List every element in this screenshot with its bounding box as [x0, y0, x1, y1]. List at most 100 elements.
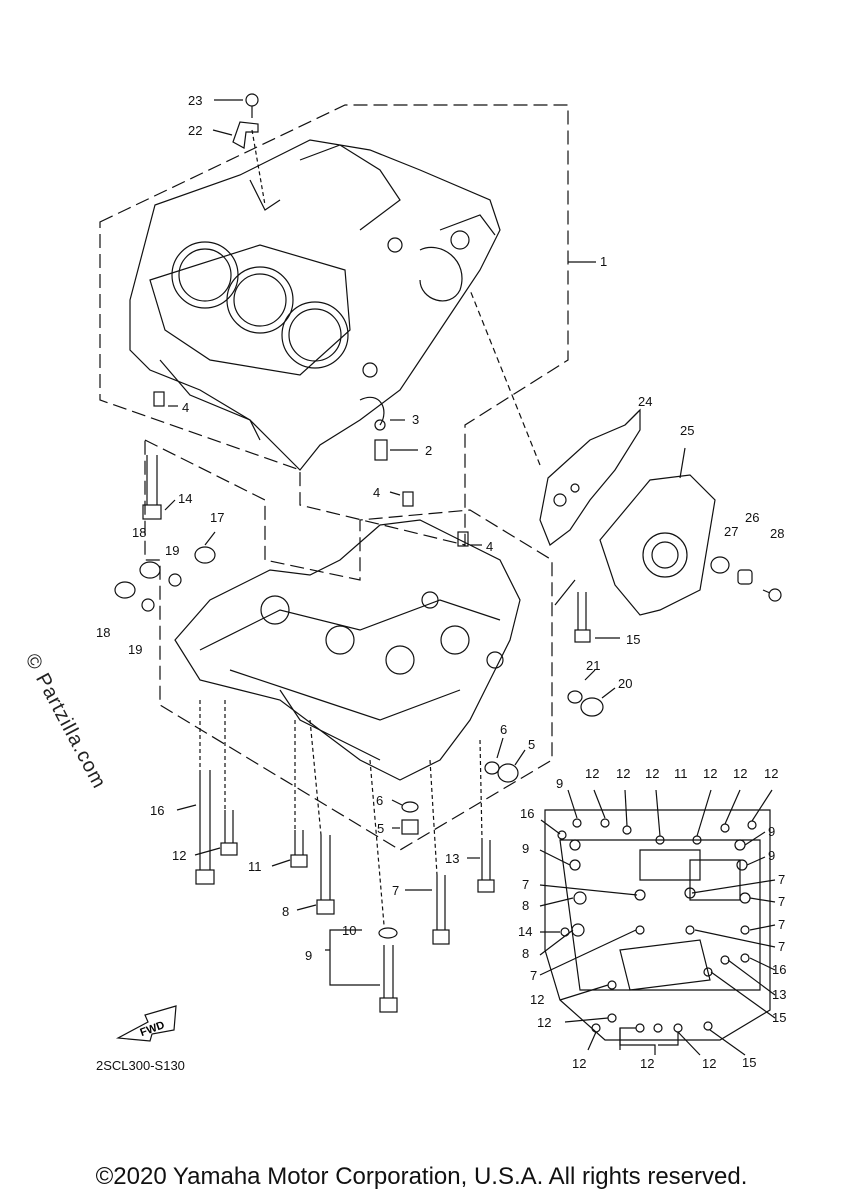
dowel-pin-4-upper [153, 391, 165, 407]
bolt-14 [142, 455, 176, 520]
callout-24: 24 [638, 394, 652, 409]
callout-r12d: 12 [703, 766, 717, 781]
callout-22: 22 [188, 123, 202, 138]
callout-2: 2 [425, 443, 432, 458]
callout-r12j: 12 [640, 1056, 654, 1071]
callout-6a: 6 [500, 722, 507, 737]
callout-r16a: 16 [520, 806, 534, 821]
callout-r7a: 7 [522, 877, 529, 892]
seal-18-b [114, 581, 136, 599]
bottom-view-bolt-holes [557, 818, 757, 1033]
callout-r12h: 12 [537, 1015, 551, 1030]
callout-23: 23 [188, 93, 202, 108]
o-ring-10 [378, 927, 398, 939]
callout-r12a: 12 [585, 766, 599, 781]
callout-7a: 7 [392, 883, 399, 898]
lower-crankcase-outline [144, 439, 553, 851]
plug-5-b [401, 819, 419, 835]
bolt-9 [369, 759, 398, 1013]
callout-5b: 5 [377, 821, 384, 836]
collar-26 [737, 569, 753, 585]
callout-r15b: 15 [742, 1055, 756, 1070]
bolt-8 [309, 719, 335, 915]
callout-18b: 18 [96, 625, 110, 640]
callout-9a: 9 [305, 948, 312, 963]
callout-27: 27 [724, 524, 738, 539]
crankcase-bottom-view [544, 809, 771, 1041]
callout-r12g: 12 [530, 992, 544, 1007]
bolt-15 [554, 579, 620, 643]
bolt-13 [477, 739, 495, 893]
fwd-arrow [115, 1005, 177, 1042]
callout-21: 21 [586, 658, 600, 673]
callout-13a: 13 [445, 851, 459, 866]
callout-r12i: 12 [572, 1056, 586, 1071]
o-ring-6-b [401, 801, 419, 813]
callout-18a: 18 [132, 525, 146, 540]
callout-12a: 12 [172, 848, 186, 863]
callout-r7c: 7 [778, 894, 785, 909]
callout-r7d: 7 [778, 917, 785, 932]
callout-19a: 19 [165, 543, 179, 558]
seal-27 [710, 556, 730, 574]
callout-14a: 14 [178, 491, 192, 506]
plug-2 [374, 439, 388, 461]
callout-r12f: 12 [764, 766, 778, 781]
fwd-label: FWD [139, 1019, 167, 1039]
callout-r7f: 7 [530, 968, 537, 983]
callout-r9a: 9 [556, 776, 563, 791]
callout-r16b: 16 [772, 962, 786, 977]
callout-r8a: 8 [522, 898, 529, 913]
bracket-22 [232, 121, 266, 206]
callout-labels: 23 22 1 4 3 2 24 25 14 4 4 18 17 19 27 2… [96, 93, 786, 1071]
callout-r9b: 9 [768, 824, 775, 839]
callout-r9c: 9 [522, 841, 529, 856]
seal-18-a [139, 561, 161, 579]
cover-24 [469, 289, 641, 546]
callout-19b: 19 [128, 642, 142, 657]
o-ring-19-b [141, 598, 155, 612]
callout-r15a: 15 [772, 1010, 786, 1025]
callout-r8b: 8 [522, 946, 529, 961]
callout-25: 25 [680, 423, 694, 438]
callout-r12c: 12 [645, 766, 659, 781]
callout-r12b: 12 [616, 766, 630, 781]
bolt-23 [245, 93, 259, 118]
callout-r7b: 7 [778, 872, 785, 887]
callout-4a: 4 [182, 400, 189, 415]
callout-r13: 13 [772, 987, 786, 1002]
copyright-notice: ©2020 Yamaha Motor Corporation, U.S.A. A… [95, 1163, 748, 1190]
callout-11a: 11 [248, 859, 262, 874]
callout-20: 20 [618, 676, 632, 691]
dowel-pin-4-b [457, 531, 469, 547]
seal-17 [194, 546, 216, 564]
bolt-28 [762, 588, 782, 602]
dowel-pin-4-a [402, 491, 414, 507]
bolt-11 [290, 720, 308, 868]
callout-1: 1 [600, 254, 607, 269]
callout-17: 17 [210, 510, 224, 525]
bolt-7 [429, 759, 450, 945]
bolt-12 [220, 700, 238, 856]
callout-r11: 11 [674, 766, 688, 781]
callout-r12k: 12 [702, 1056, 716, 1071]
callout-r14: 14 [518, 924, 532, 939]
callout-4c: 4 [486, 539, 493, 554]
plug-5-a [497, 763, 519, 783]
bottom-view-leaders [539, 789, 776, 1056]
callout-4b: 4 [373, 485, 380, 500]
plug-3 [374, 419, 386, 431]
diagram-code: 2SCL300-S130 [96, 1058, 185, 1073]
callout-r7e: 7 [778, 939, 785, 954]
bolt-16 [195, 700, 215, 885]
callout-r12e: 12 [733, 766, 747, 781]
callout-15a: 15 [626, 632, 640, 647]
callout-6b: 6 [376, 793, 383, 808]
callout-16a: 16 [150, 803, 164, 818]
callout-3: 3 [412, 412, 419, 427]
o-ring-6-a [484, 761, 500, 775]
callout-5a: 5 [528, 737, 535, 752]
o-ring-19-a [168, 573, 182, 587]
plug-20 [580, 697, 604, 717]
cover-25 [599, 447, 716, 616]
